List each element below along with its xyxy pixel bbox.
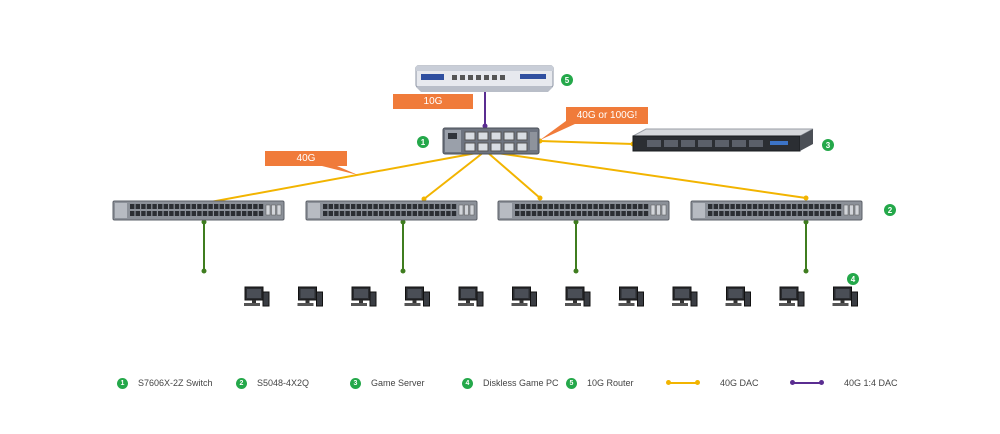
legend-item-40g-breakout-dac: 40G 1:4 DAC	[790, 376, 898, 390]
access-link-2-line	[423, 151, 485, 200]
legend-item-game-server: 3 Game Server	[350, 376, 425, 390]
legend-item-diskless-pc: 4 Diskless Game PC	[462, 376, 559, 390]
legend-item-access-switch: 2 S5048-4X2Q	[236, 376, 309, 390]
desktop-pc-icon	[779, 286, 805, 307]
access-switch-icon	[690, 200, 863, 221]
legend-label: Diskless Game PC	[483, 378, 559, 388]
legend-item-core-switch: 1 S7606X-2Z Switch	[117, 376, 213, 390]
desktop-pc-icon	[404, 286, 430, 307]
access-switch-icon	[305, 200, 478, 221]
access-callout-pointer	[310, 163, 358, 175]
desktop-pc-icon	[297, 286, 323, 307]
core-link-end	[482, 123, 488, 129]
legend-badge: 4	[462, 377, 473, 389]
desktop-pc-icon	[244, 286, 270, 307]
desktop-pc-icon	[725, 286, 751, 307]
pc-uplink-lines	[203, 222, 807, 272]
legend: 1 S7606X-2Z Switch 2 S5048-4X2Q 3 Game S…	[0, 376, 1000, 390]
access-link-4-line	[489, 151, 807, 199]
legend-line-40g-breakout	[790, 380, 824, 385]
desktop-pc-icon	[672, 286, 698, 307]
legend-label: 40G DAC	[720, 378, 759, 388]
legend-label: 10G Router	[587, 378, 634, 388]
access-switches	[112, 200, 863, 221]
legend-label: Game Server	[371, 378, 425, 388]
server-callout-pointer	[540, 118, 588, 140]
legend-label: S7606X-2Z Switch	[138, 378, 213, 388]
access-switch-icon	[497, 200, 670, 221]
desktop-pc-icon	[351, 286, 377, 307]
desktop-pc-icon	[832, 286, 858, 307]
access-link-3-line	[486, 151, 541, 199]
router-device-icon	[415, 65, 554, 92]
dac-40g-links	[204, 140, 807, 204]
legend-item-40g-dac: 40G DAC	[666, 376, 759, 390]
desktop-pc-icon	[565, 286, 591, 307]
access-switch-badge: 2	[884, 204, 896, 216]
desktop-pc-icon	[618, 286, 644, 307]
core-switch-icon	[442, 127, 540, 155]
legend-badge: 3	[350, 377, 361, 389]
desktop-pc-icon	[458, 286, 484, 307]
legend-badge: 2	[236, 377, 247, 389]
legend-item-router: 5 10G Router	[566, 376, 634, 390]
diskless-pc-row	[244, 286, 858, 307]
desktop-pc-icon	[511, 286, 537, 307]
server-link-line	[539, 140, 634, 145]
access-link-callout: 40G	[265, 151, 347, 166]
rack-server-icon	[632, 128, 814, 152]
server-link-callout: 40G or 100G!	[566, 107, 648, 124]
diskless-pc-badge: 4	[847, 273, 859, 285]
legend-label: 40G 1:4 DAC	[844, 378, 898, 388]
core-switch-badge: 1	[417, 136, 429, 148]
legend-badge: 5	[566, 377, 577, 389]
game-server-badge: 3	[822, 139, 834, 151]
access-link-1-line	[204, 151, 483, 204]
legend-line-40g-dac	[666, 380, 700, 385]
access-switch-icon	[112, 200, 285, 221]
router-link-callout: 10G	[393, 94, 473, 109]
router-badge: 5	[561, 74, 573, 86]
legend-badge: 1	[117, 377, 128, 389]
legend-label: S5048-4X2Q	[257, 378, 310, 388]
